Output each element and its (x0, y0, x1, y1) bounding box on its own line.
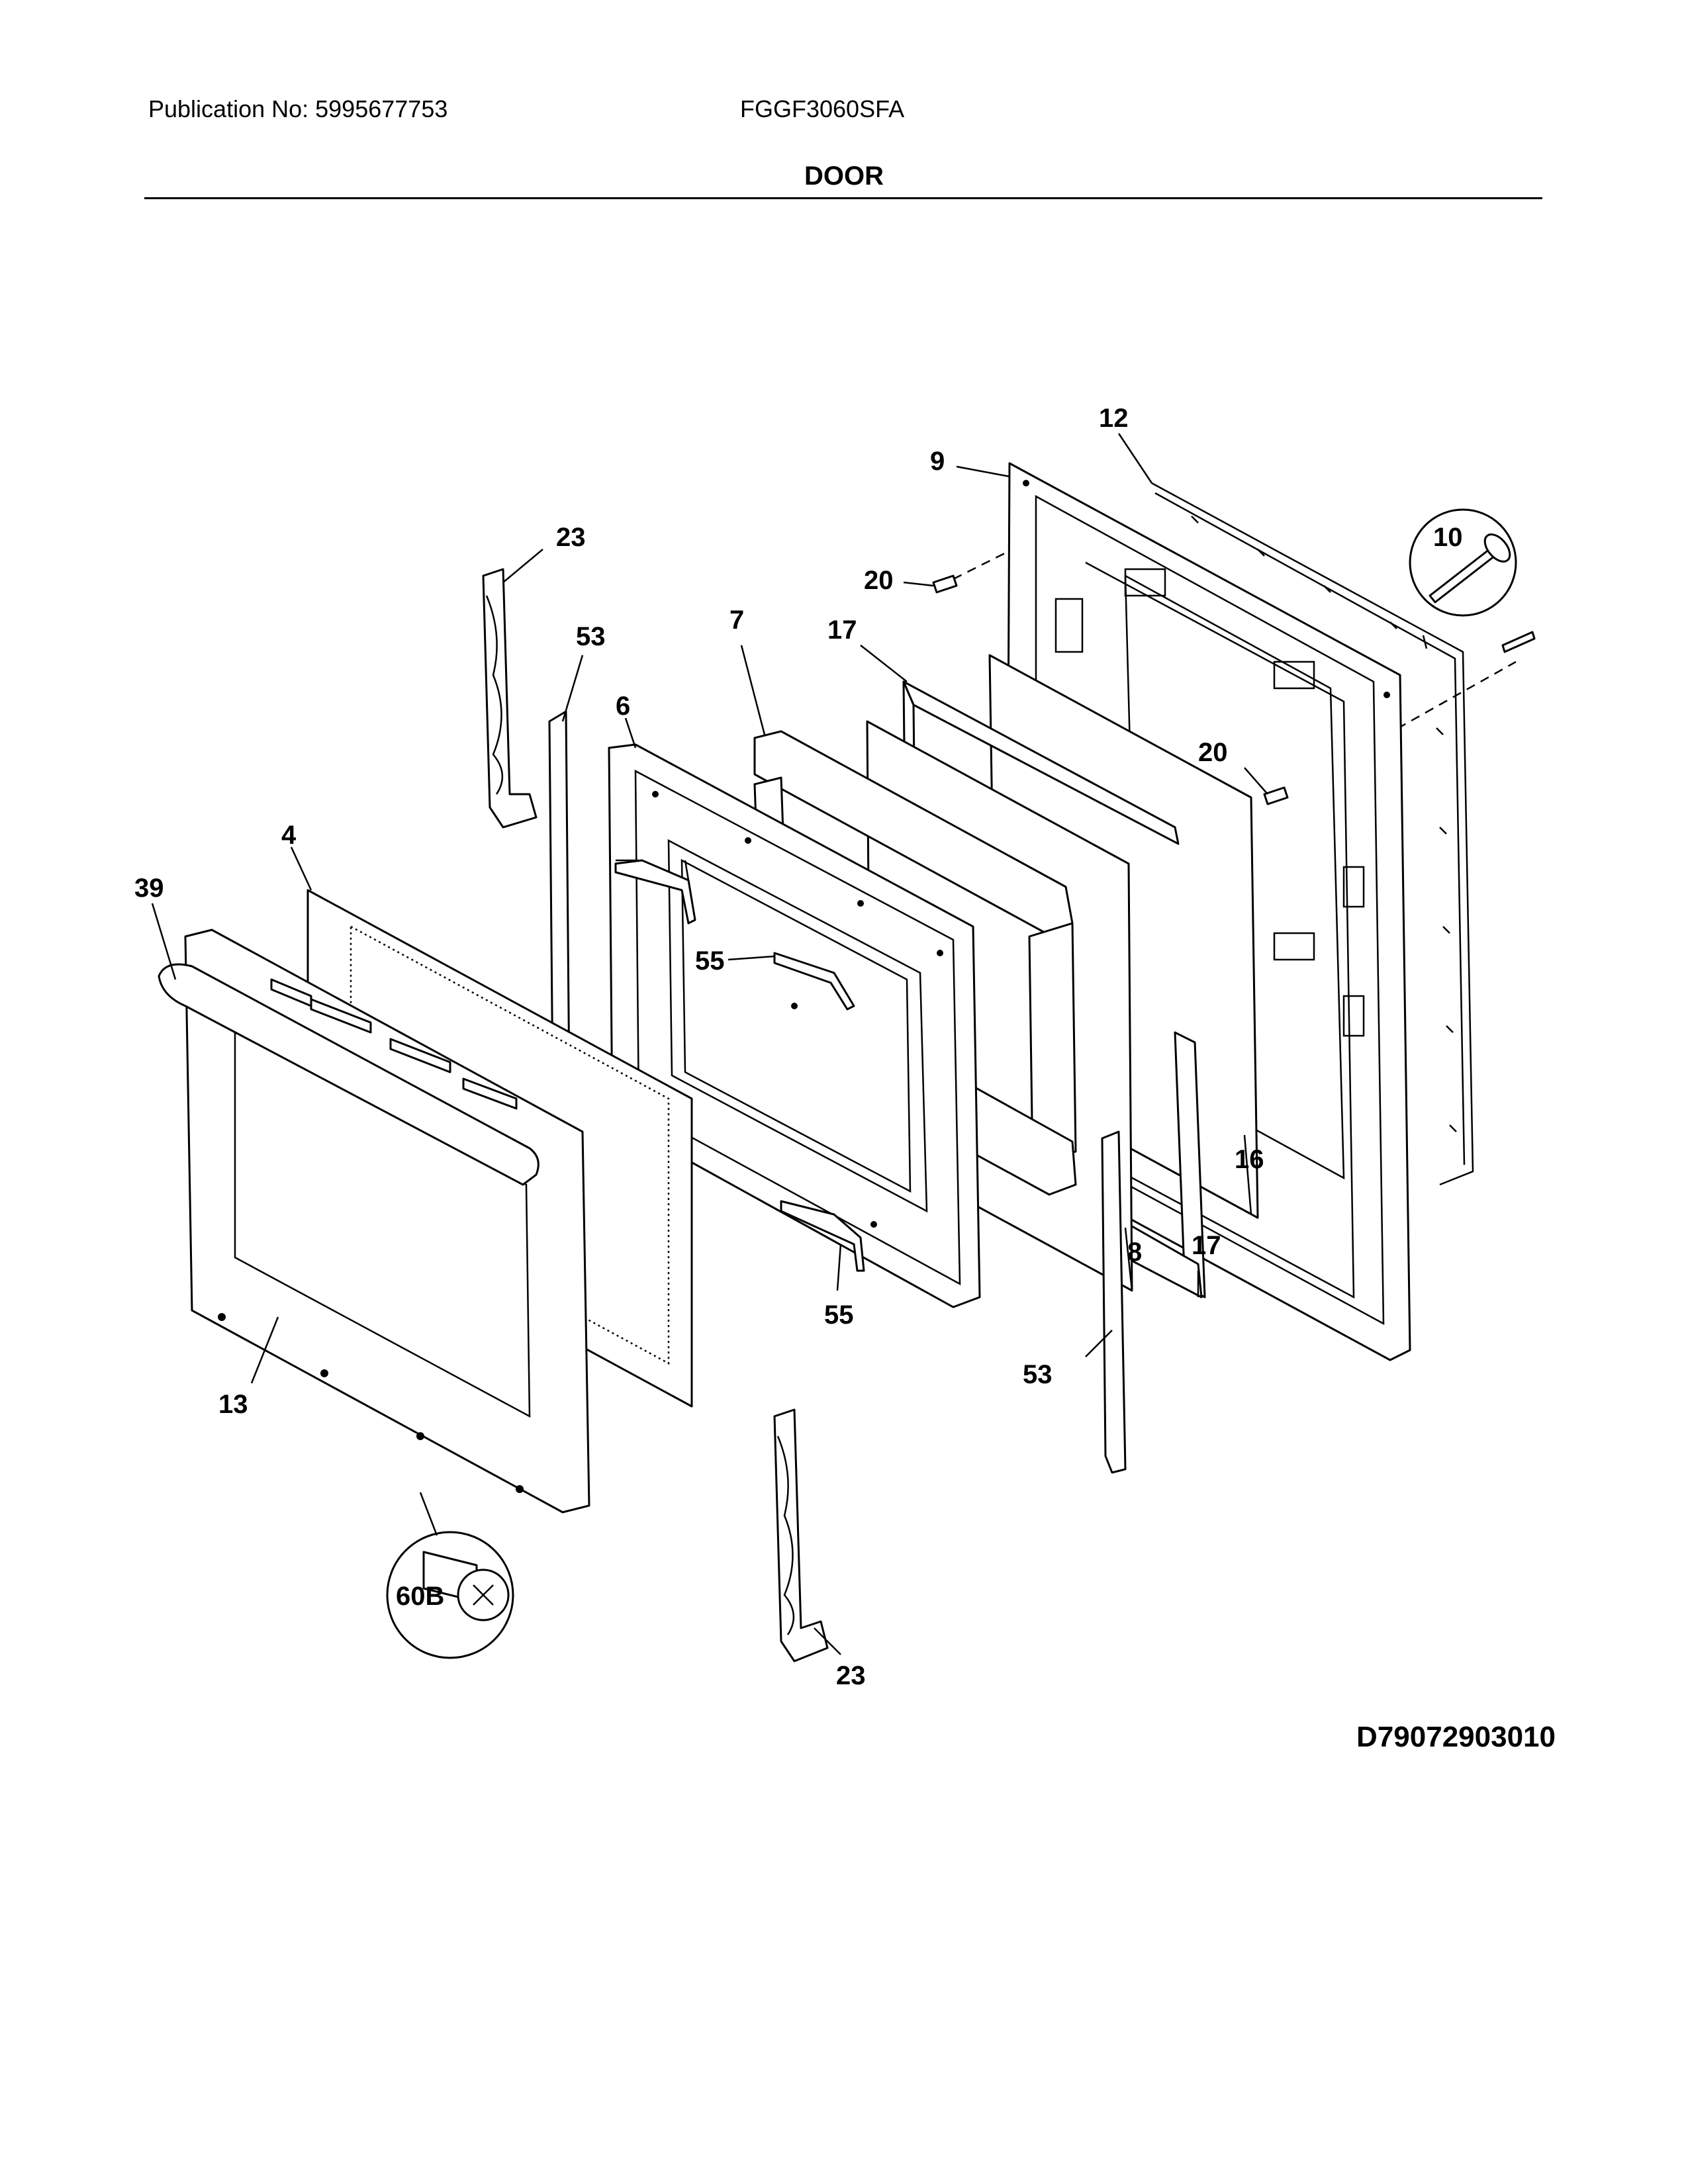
callout-16: 16 (1235, 1145, 1264, 1174)
callout-12: 12 (1099, 404, 1129, 433)
callout-8: 8 (1127, 1238, 1142, 1267)
callout-55-lower: 55 (824, 1300, 854, 1330)
leader-23a (502, 549, 543, 583)
leader-9 (956, 465, 1010, 478)
callout-6: 6 (616, 692, 630, 721)
model-number: FGGF3060SFA (740, 95, 905, 122)
diagram-id: D79072903010 (1356, 1721, 1556, 1753)
pin-axis-line (953, 551, 1007, 580)
hinge-part-23-lower (773, 1408, 829, 1662)
callout-4: 4 (281, 821, 297, 850)
leader-39 (151, 903, 177, 980)
door-handle-part-39 (158, 963, 539, 1186)
leader-60b (419, 1492, 438, 1536)
leader-53b (1085, 1330, 1113, 1357)
leader-7 (740, 645, 766, 735)
publication-number: Publication No: 5995677753 (148, 95, 448, 122)
side-trim-part-53-right (1101, 1130, 1127, 1474)
leader-17a (860, 645, 908, 682)
callout-17-upper: 17 (827, 615, 857, 645)
callout-39: 39 (134, 874, 164, 903)
pin-part-20-upper (932, 574, 958, 594)
callout-23-upper: 23 (556, 523, 586, 552)
leader-23b (814, 1627, 841, 1655)
leader-12 (1117, 433, 1153, 484)
header-rule (144, 197, 1542, 199)
callout-23-lower: 23 (836, 1661, 866, 1690)
bracket-part-55-lower (780, 1200, 865, 1272)
section-title: DOOR (804, 161, 884, 191)
screw-detail-part-60b (386, 1531, 514, 1659)
callout-53-upper: 53 (576, 622, 606, 651)
callout-17-lower: 17 (1192, 1231, 1221, 1260)
callout-60b: 60B (396, 1582, 444, 1611)
leader-6 (624, 717, 637, 749)
callout-10: 10 (1433, 523, 1463, 552)
callout-7: 7 (729, 606, 744, 635)
leader-20a (903, 581, 934, 587)
leader-55b (836, 1244, 842, 1291)
hinge-part-23-upper (482, 568, 538, 829)
pin-part-20-lower (1263, 786, 1289, 805)
leader-16 (1243, 1134, 1252, 1215)
callout-13: 13 (218, 1390, 248, 1419)
leader-20b (1244, 767, 1268, 795)
leader-8 (1124, 1227, 1133, 1291)
leader-55a (727, 955, 775, 961)
callout-53-lower: 53 (1023, 1360, 1053, 1389)
callout-20-upper: 20 (864, 566, 894, 595)
callout-55-upper: 55 (695, 946, 725, 976)
callout-9: 9 (930, 447, 945, 476)
leader-13 (250, 1316, 279, 1384)
leader-53a (561, 655, 584, 722)
bracket-part-55-upper (614, 859, 855, 1011)
screw-detail-part-10 (1409, 508, 1536, 653)
leader-4 (290, 846, 312, 891)
door-gasket-part-12 (1151, 482, 1474, 1186)
callout-20-lower: 20 (1198, 738, 1228, 767)
